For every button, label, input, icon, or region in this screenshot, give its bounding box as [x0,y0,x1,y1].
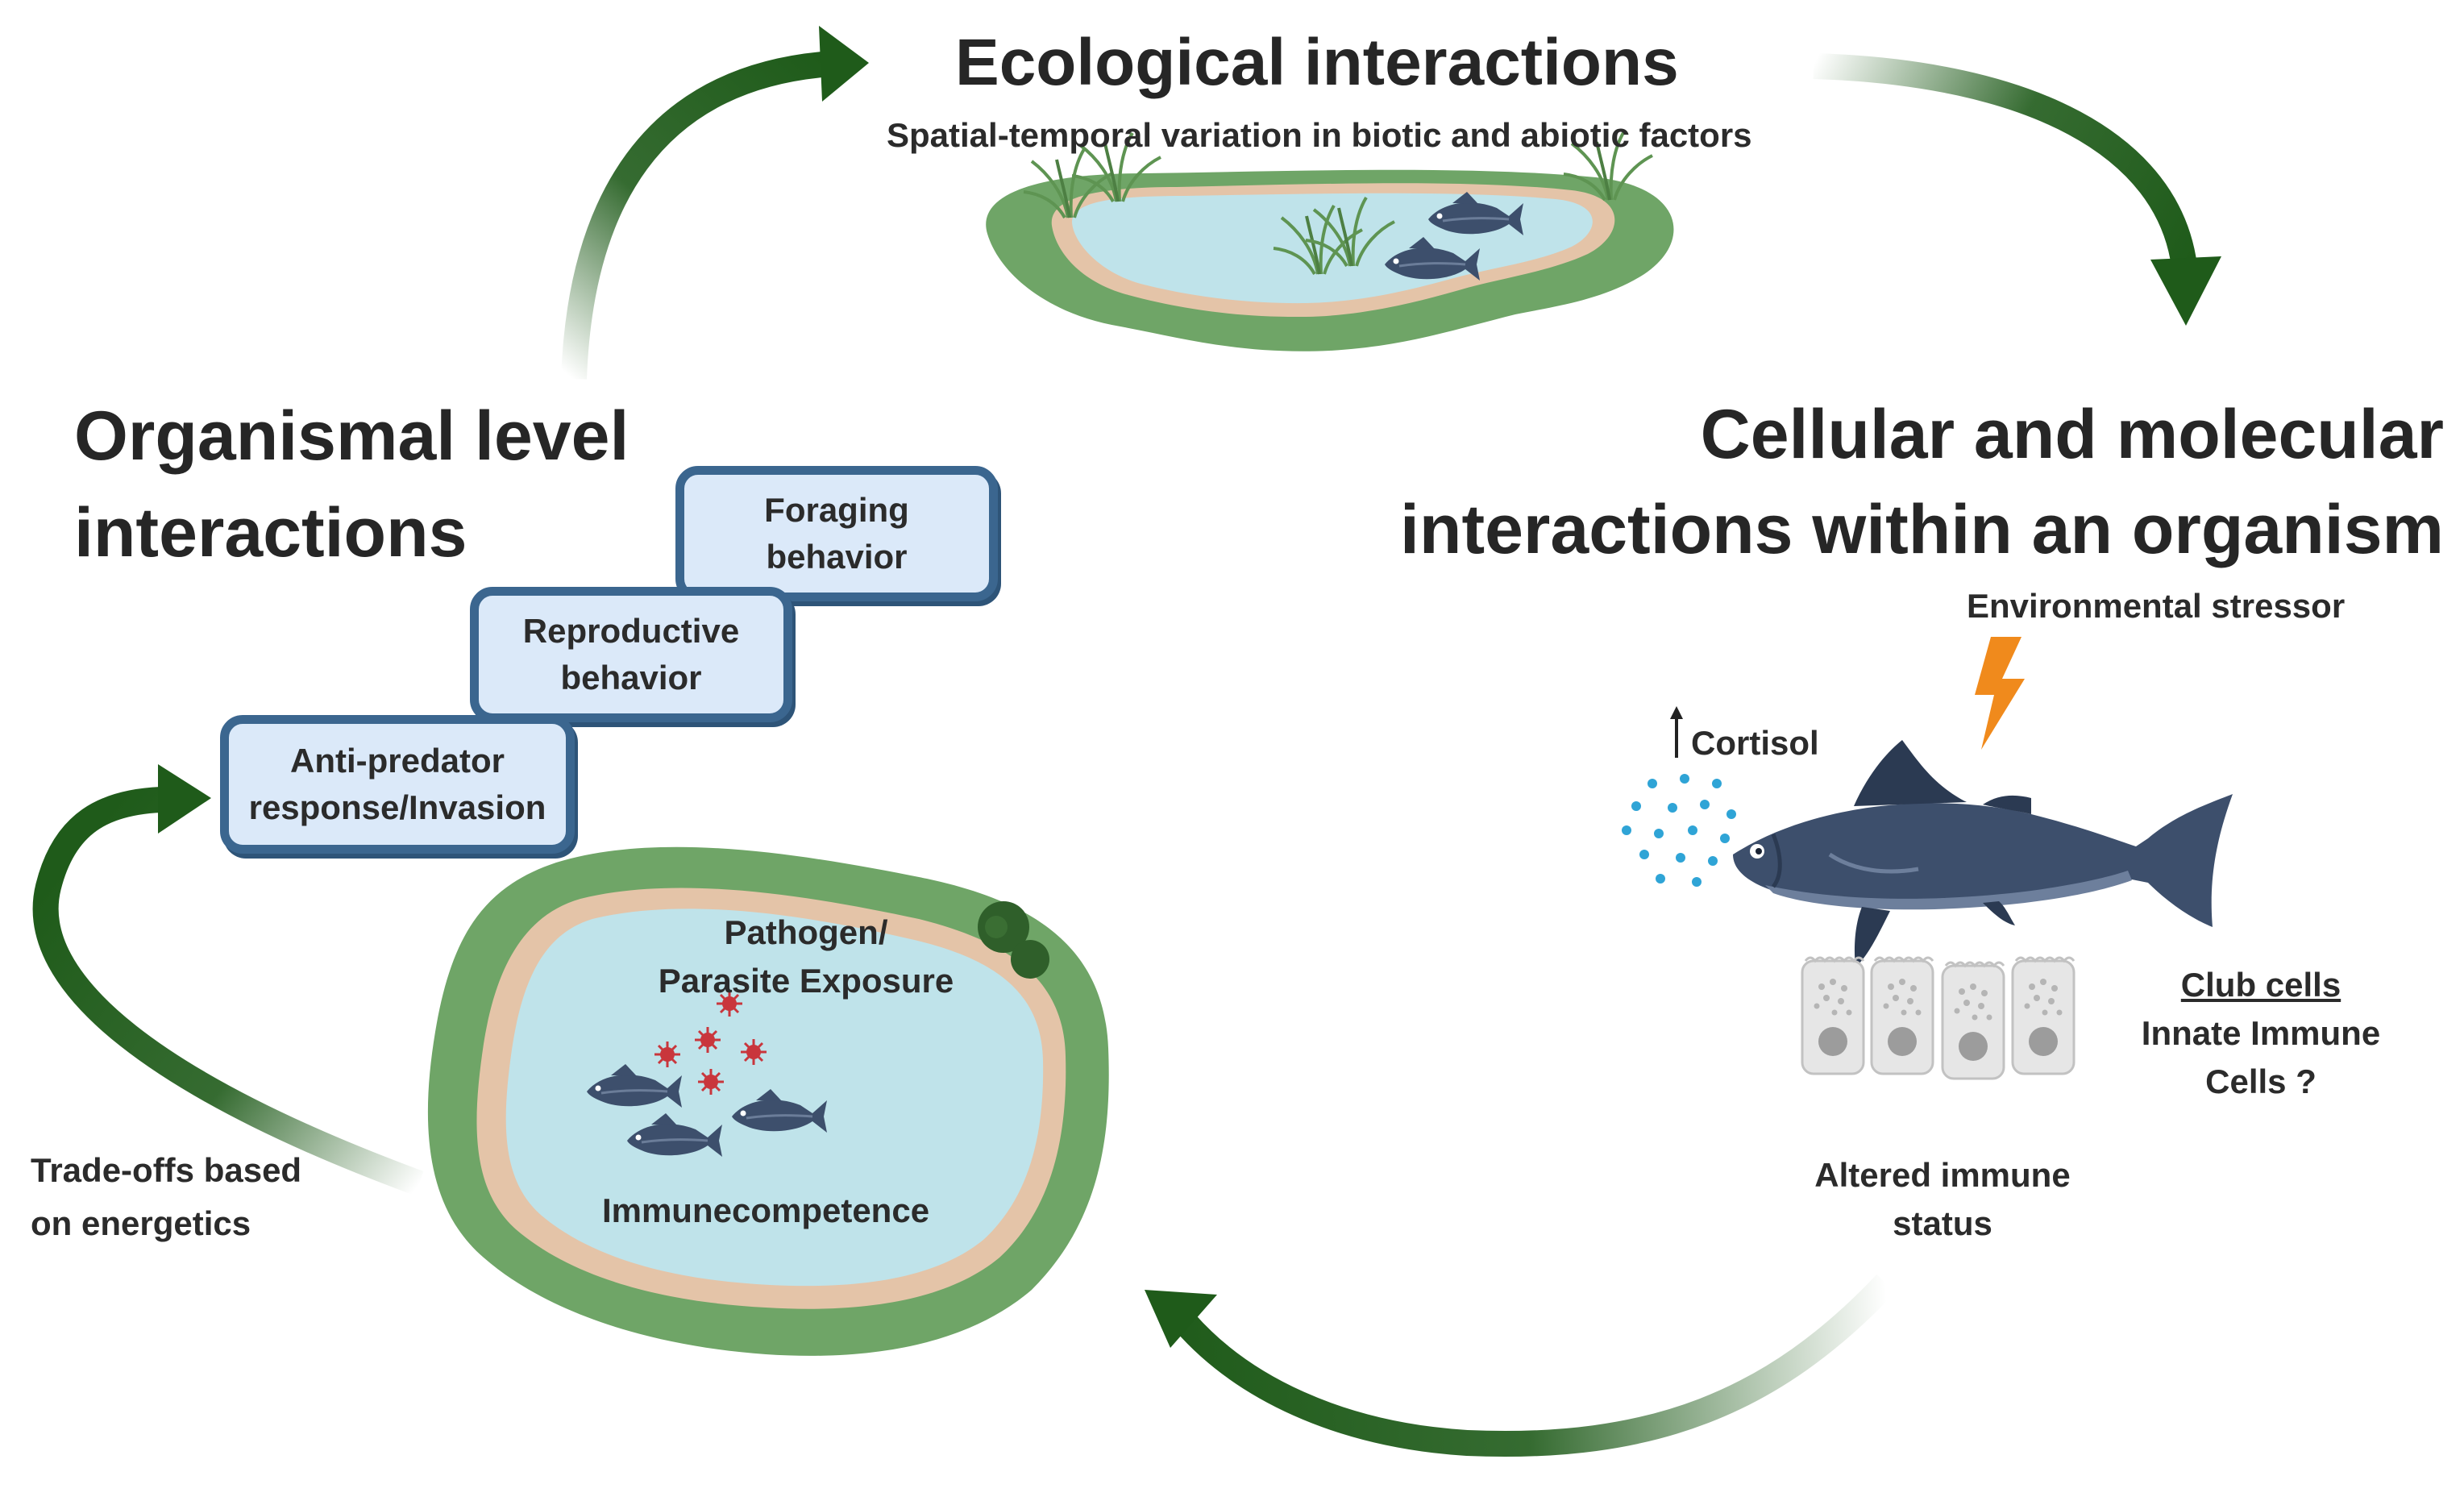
organismal-title-line2: interactions [74,494,467,572]
cycle-arrow-icon [561,26,869,380]
innate-immune-label-line1: Innate Immune [2141,1014,2381,1052]
altered-immune-label-line2: status [1893,1204,1992,1242]
up-arrow-icon [1670,706,1683,758]
ecological-subtitle: Spatial-temporal variation in biotic and… [887,116,1752,154]
innate-immune-label-line2: Cells ? [2205,1062,2316,1100]
step-anti-predator-label: Anti-predator response/Invasion [248,742,546,826]
pathogen-label-line1: Pathogen/ [724,913,888,951]
cycle-arrow-icon [32,764,424,1196]
ecological-title: Ecological interactions [955,26,1679,99]
environmental-stressor-label: Environmental stressor [1967,587,2346,625]
cellular-title-line1: Cellular and molecular [1700,396,2444,473]
tradeoffs-label-line2: on energetics [31,1204,251,1242]
pond-icon [986,130,1674,351]
tradeoffs-label-line1: Trade-offs based [31,1151,302,1189]
step-reproductive-label: Reproductive behavior [522,612,740,696]
step-foraging-label: Foraging behavior [764,491,909,576]
cortisol-label: Cortisol [1691,724,1819,762]
bush-icon [978,901,1049,979]
pathogen-label-line2: Parasite Exposure [658,962,954,1000]
club-cell-icon [1870,956,1934,1075]
club-cells-label: Club cells [2180,966,2341,1004]
immunecompetence-label: Immunecompetence [601,1191,930,1229]
cellular-title-line2: interactions within an organism [1400,491,2444,568]
cycle-arrow-icon [1813,53,2221,326]
step-reproductive: Reproductive behavior [470,587,792,722]
club-cell-icon [1941,961,2005,1080]
step-anti-predator: Anti-predator response/Invasion [220,715,575,854]
club-cell-icon [2011,956,2075,1075]
cycle-arrow-icon [1145,1274,1896,1457]
altered-immune-label-line1: Altered immune [1814,1156,2071,1194]
lightning-icon [1975,637,2025,750]
club-cell-icon [1801,956,1865,1075]
step-foraging: Foraging behavior [675,466,998,601]
organismal-title-line1: Organismal level [74,397,630,475]
cortisol-dot-icon [1622,774,1736,887]
fish-icon [1733,740,2233,967]
